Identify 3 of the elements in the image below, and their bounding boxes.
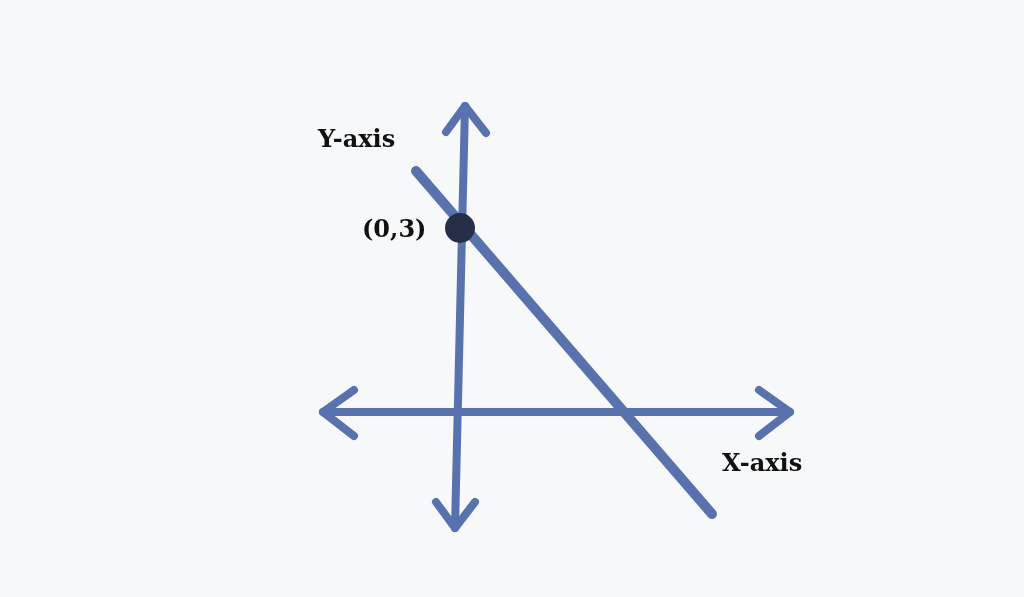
- axis-label: Y-axis: [318, 126, 396, 153]
- point-label: (0,3): [362, 216, 427, 243]
- axis-label: X-axis: [722, 450, 803, 477]
